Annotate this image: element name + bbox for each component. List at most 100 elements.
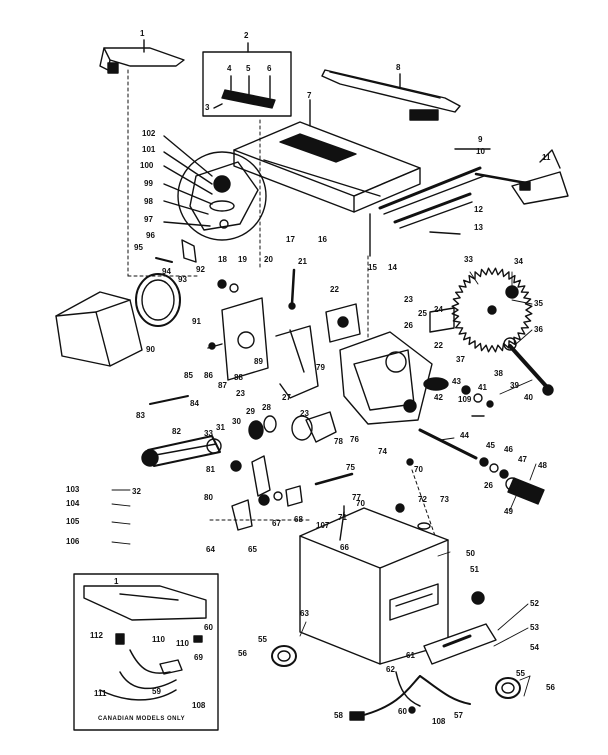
part-label-105: 105 [66, 517, 80, 526]
drive-belt-part [141, 435, 222, 467]
part-label-21: 21 [298, 257, 307, 266]
part-label-75: 75 [346, 463, 355, 472]
part-label-95: 95 [134, 243, 143, 252]
foot-cup-left [271, 645, 297, 667]
part-label-52: 52 [530, 599, 539, 608]
part-label-10: 10 [476, 147, 485, 156]
part-label-101: 101 [142, 145, 156, 154]
part-label-27: 27 [282, 393, 291, 402]
part-label-33: 33 [464, 255, 473, 264]
part-label-22b: 22 [434, 341, 443, 350]
part-label-38: 38 [494, 369, 503, 378]
part-label-2: 2 [244, 31, 249, 40]
part-label-64: 64 [206, 545, 215, 554]
canadian-inset [73, 573, 219, 731]
part-label-82: 82 [172, 427, 181, 436]
handwheel-part [505, 477, 545, 505]
left-small-parts [149, 239, 296, 405]
part-label-98: 98 [144, 197, 153, 206]
shaft-part [418, 428, 509, 479]
part-label-47: 47 [518, 455, 527, 464]
part-label-67: 67 [272, 519, 281, 528]
part-label-26a: 26 [404, 321, 413, 330]
part-label-100: 100 [140, 161, 154, 170]
inset-label-69: 69 [194, 653, 203, 662]
part-label-18: 18 [218, 255, 227, 264]
part-label-70a: 70 [414, 465, 423, 474]
arbor-nut-part [505, 285, 519, 299]
motor-mount-plate [221, 297, 319, 399]
part-label-53: 53 [530, 623, 539, 632]
guard-bracket-part [99, 39, 185, 74]
part-label-33b: 33 [204, 429, 213, 438]
part-label-106: 106 [66, 537, 80, 546]
part-label-43: 43 [452, 377, 461, 386]
part-label-45: 45 [486, 441, 495, 450]
part-label-44: 44 [460, 431, 469, 440]
part-label-32: 32 [132, 487, 141, 496]
part-label-97: 97 [144, 215, 153, 224]
foot-cup-right [495, 677, 521, 699]
part-label-12: 12 [474, 205, 483, 214]
switch-plate-part [423, 623, 497, 665]
part-label-99: 99 [144, 179, 153, 188]
inset-label-108: 108 [192, 701, 206, 710]
part-label-56a: 56 [546, 683, 555, 692]
inset-label-110a: 110 [152, 635, 165, 644]
part-label-83: 83 [136, 411, 145, 420]
arbor-hardware [461, 385, 494, 417]
part-label-77: 77 [352, 493, 361, 502]
part-label-36: 36 [534, 325, 543, 334]
part-label-61: 61 [406, 651, 415, 660]
part-label-102: 102 [142, 129, 156, 138]
inset-label-110b: 110 [176, 639, 189, 648]
part-label-90: 90 [146, 345, 155, 354]
inset-label-59: 59 [152, 687, 161, 696]
part-label-30: 30 [232, 417, 241, 426]
part-label-55a: 55 [516, 669, 525, 678]
part-label-108: 108 [432, 717, 446, 726]
power-cord-part [349, 671, 471, 721]
part-label-86: 86 [204, 371, 213, 380]
part-label-87: 87 [218, 381, 227, 390]
rails-and-rods [369, 148, 491, 257]
part-label-68: 68 [294, 515, 303, 524]
miter-gauge-part [474, 149, 569, 205]
arbor-assembly [325, 303, 455, 425]
part-label-19: 19 [238, 255, 247, 264]
part-label-103: 103 [66, 485, 80, 494]
part-label-54: 54 [530, 643, 539, 652]
part-label-51: 51 [470, 565, 479, 574]
part-label-15: 15 [368, 263, 377, 272]
part-label-23b: 23 [236, 389, 245, 398]
part-label-73: 73 [440, 495, 449, 504]
part-label-34: 34 [514, 257, 523, 266]
part-label-35: 35 [534, 299, 543, 308]
cabinet-base-part [299, 507, 449, 665]
part-label-78: 78 [334, 437, 343, 446]
part-label-39: 39 [510, 381, 519, 390]
part-label-48: 48 [538, 461, 547, 470]
part-label-91: 91 [192, 317, 201, 326]
part-label-29: 29 [246, 407, 255, 416]
part-label-7: 7 [307, 91, 312, 100]
part-label-1: 1 [140, 29, 145, 38]
part-label-41: 41 [478, 383, 487, 392]
part-label-80: 80 [204, 493, 213, 502]
part-label-89: 89 [254, 357, 263, 366]
part-label-11: 11 [542, 153, 551, 162]
part-label-84: 84 [190, 399, 199, 408]
part-label-60: 60 [398, 707, 407, 716]
part-label-81: 81 [206, 465, 215, 474]
part-label-50: 50 [466, 549, 475, 558]
part-label-26b: 26 [484, 481, 493, 490]
part-label-96: 96 [146, 231, 155, 240]
part-label-49: 49 [504, 507, 513, 516]
motor-cover-part [55, 291, 143, 367]
trunnion-detail [163, 135, 267, 241]
part-label-31: 31 [216, 423, 225, 432]
part-label-28: 28 [262, 403, 271, 412]
part-label-88: 88 [234, 373, 243, 382]
part-label-40: 40 [524, 393, 533, 402]
lower-hardware [231, 458, 431, 531]
